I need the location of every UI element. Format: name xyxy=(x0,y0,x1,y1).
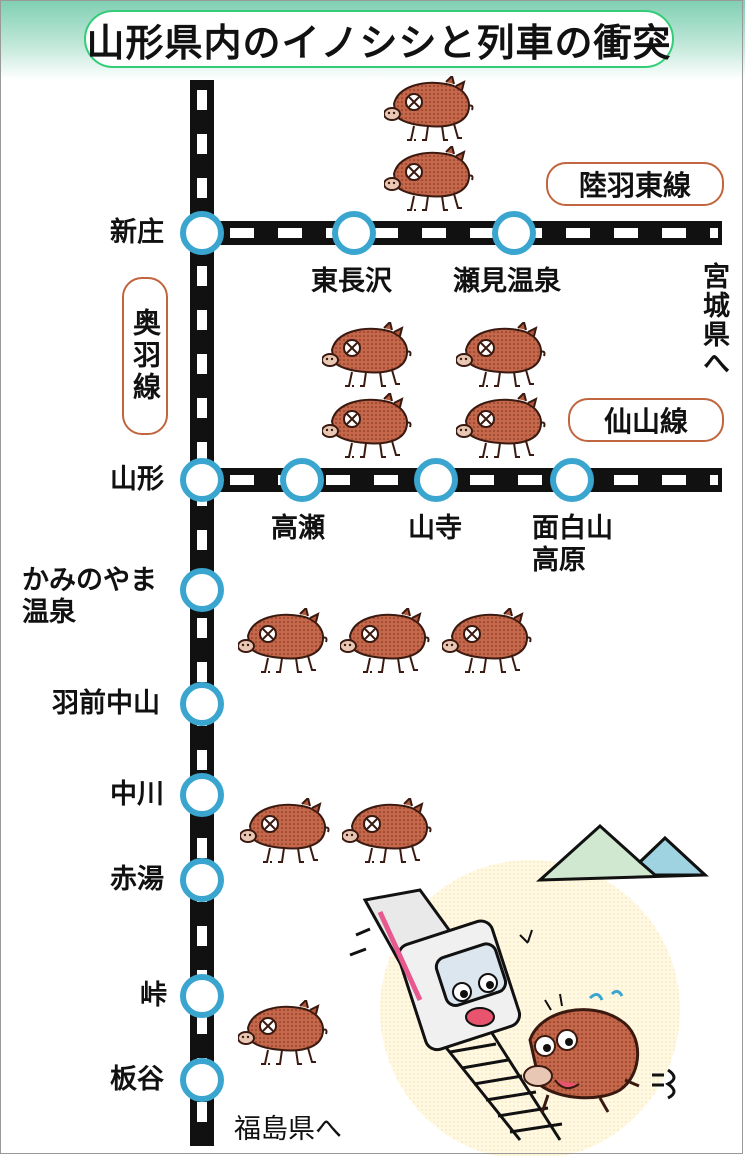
line-tag-ou: 奥羽線 xyxy=(122,277,168,435)
station-label-higashinagasawa: 東長沢 xyxy=(311,266,392,297)
line-tag-senzan: 仙山線 xyxy=(568,398,724,442)
station-label-omoshiroyama: 面白山 高原 xyxy=(532,513,613,576)
rikuu-east-line-track xyxy=(202,221,722,245)
station-label-shinjo: 新庄 xyxy=(110,217,164,248)
station-label-takase: 高瀬 xyxy=(271,513,325,544)
line-tag-rikuu-east: 陸羽東線 xyxy=(546,162,724,206)
ou-line-track xyxy=(190,80,214,1146)
station-label-itaya: 板谷 xyxy=(110,1064,164,1095)
station-label-kaminoyama: かみのやま 温泉 xyxy=(22,565,157,628)
station-label-semi-onsen: 瀬見温泉 xyxy=(453,266,561,297)
direction-miyagi: 宮城県へ xyxy=(698,262,729,378)
station-label-uzen-nakayama: 羽前中山 xyxy=(52,688,160,719)
direction-fukushima: 福島県へ xyxy=(234,1114,342,1145)
station-label-akayu: 赤湯 xyxy=(110,864,164,895)
collision-illustration xyxy=(349,823,709,1156)
station-label-yamadera: 山寺 xyxy=(408,513,462,544)
station-label-yamagata: 山形 xyxy=(110,464,164,495)
station-label-nakagawa: 中川 xyxy=(110,779,164,810)
title-band: 山形県内のイノシシと列車の衝突 xyxy=(0,0,745,80)
train-icon xyxy=(349,888,533,1052)
station-label-toge: 峠 xyxy=(140,980,167,1011)
surprised-boar-icon xyxy=(523,989,676,1114)
page-title: 山形県内のイノシシと列車の衝突 xyxy=(84,10,674,68)
